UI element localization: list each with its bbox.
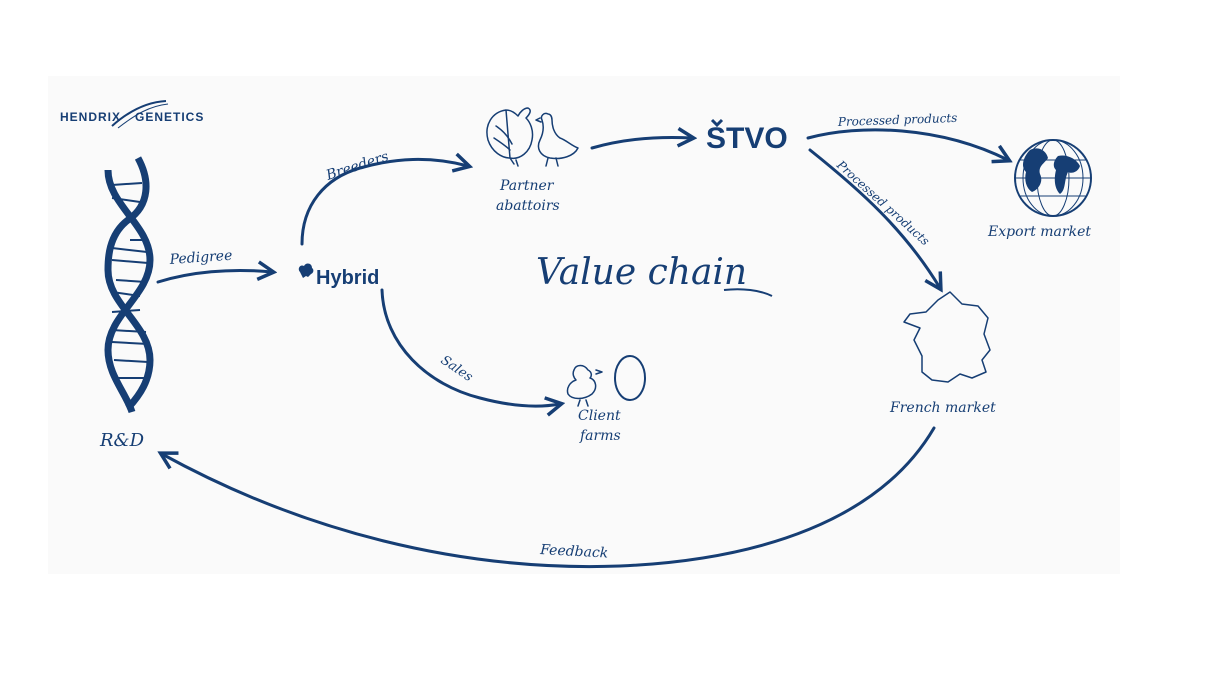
partner-label-line1: Partner xyxy=(499,178,555,194)
breeders-label: Breeders xyxy=(323,149,390,185)
hendrix-genetics-logo: HENDRIX GENETICS xyxy=(60,100,204,129)
export-market-label: Export market xyxy=(987,224,1091,240)
partner-to-stvo-arrow xyxy=(590,137,692,150)
hybrid-label: Hybrid xyxy=(316,267,379,289)
feedback-arrow xyxy=(162,426,936,569)
client-label-line2: farms xyxy=(579,428,621,444)
feedback-label: Feedback xyxy=(539,542,609,562)
french-market-label: French market xyxy=(889,400,996,416)
chick-icon xyxy=(566,364,603,407)
client-label-line1: Client xyxy=(578,408,621,424)
processed-french-label: Processed products xyxy=(833,157,932,248)
hybrid-logo: Hybrid xyxy=(298,263,379,289)
sales-arrow xyxy=(380,288,560,406)
egg-icon xyxy=(614,355,646,401)
diagram-panel xyxy=(48,76,1120,574)
stvo-logo: STVO xyxy=(706,122,788,155)
partner-label-line2: abattoirs xyxy=(496,198,560,214)
processed-french-arrow xyxy=(808,148,940,288)
turkey-mark-icon xyxy=(298,263,314,278)
turkey-icon xyxy=(486,107,534,167)
logo-left-text: HENDRIX xyxy=(60,110,121,124)
sales-label: Sales xyxy=(438,353,476,385)
processed-export-arrow xyxy=(806,128,1008,160)
dna-icon xyxy=(104,156,154,414)
pedigree-label: Pedigree xyxy=(168,248,233,268)
rd-label: R&D xyxy=(99,430,145,451)
pedigree-arrow xyxy=(156,270,272,284)
globe-icon xyxy=(1014,139,1092,217)
chicken-icon xyxy=(535,112,579,167)
processed-export-label: Processed products xyxy=(837,111,958,129)
diagram-title: Value chain xyxy=(536,252,747,293)
breeders-arrow xyxy=(300,159,468,246)
logo-right-text: GENETICS xyxy=(135,110,204,124)
stvo-caron-icon xyxy=(710,118,724,128)
france-map-icon xyxy=(903,291,991,383)
